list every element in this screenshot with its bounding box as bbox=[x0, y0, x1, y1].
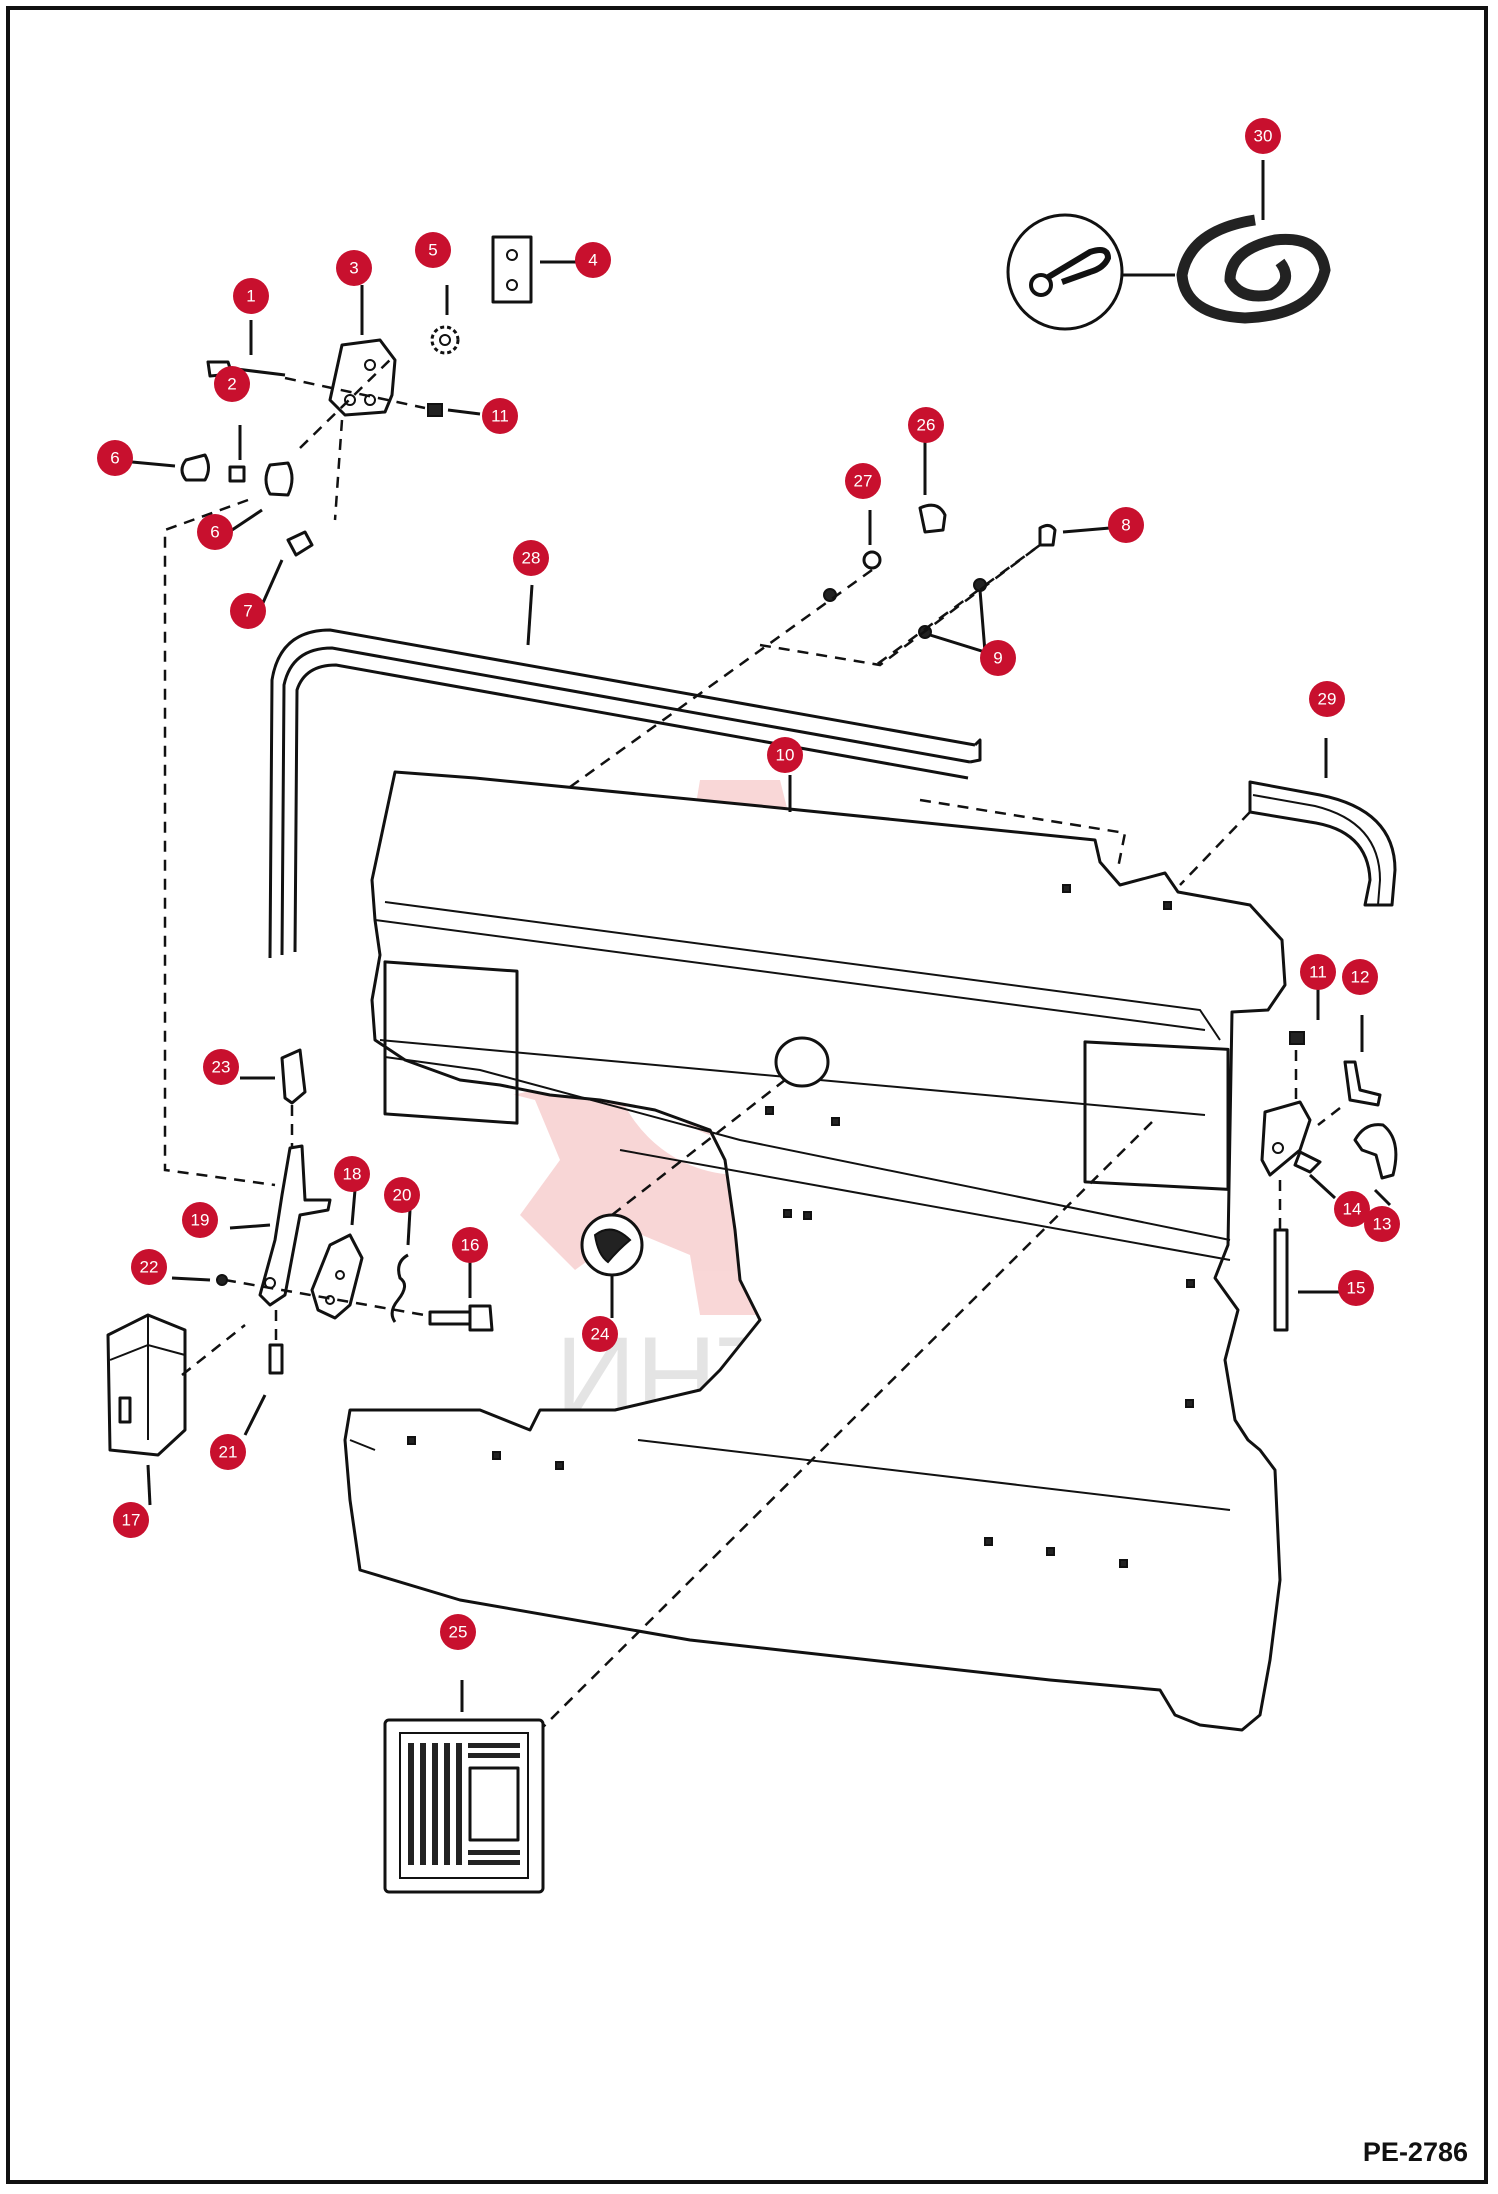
callout-badge-20: 20 bbox=[384, 1177, 420, 1213]
callout-number: 9 bbox=[993, 649, 1002, 668]
callout-badge-3: 3 bbox=[336, 250, 372, 286]
callout-number: 15 bbox=[1347, 1279, 1366, 1298]
callout-number: 24 bbox=[591, 1325, 610, 1344]
callout-number: 28 bbox=[522, 549, 541, 568]
seal-leader bbox=[526, 584, 534, 646]
callout-badge-24: 24 bbox=[582, 1316, 618, 1352]
coiled-seal bbox=[1006, 160, 1331, 331]
callout-number: 20 bbox=[393, 1186, 412, 1205]
callout-badge-14: 14 bbox=[1334, 1191, 1370, 1227]
callout-number: 27 bbox=[854, 472, 873, 491]
callout-number: 26 bbox=[917, 416, 936, 435]
callout-number: 13 bbox=[1373, 1215, 1392, 1234]
callout-number: 19 bbox=[191, 1211, 210, 1230]
callout-badge-19: 19 bbox=[182, 1202, 218, 1238]
figure-id-label: PE-2786 bbox=[1362, 2137, 1468, 2167]
callout-number: 23 bbox=[212, 1058, 231, 1077]
diagram-frame bbox=[6, 6, 1488, 2184]
right-latch-parts bbox=[1260, 985, 1398, 1332]
callout-badge-21: 21 bbox=[210, 1434, 246, 1470]
callout-badge-6: 6 bbox=[197, 514, 233, 550]
callout-badge-28: 28 bbox=[513, 540, 549, 576]
callout-number: 8 bbox=[1121, 516, 1130, 535]
callout-badge-16: 16 bbox=[452, 1227, 488, 1263]
callout-number: 17 bbox=[122, 1511, 141, 1530]
callout-number: 14 bbox=[1343, 1200, 1362, 1219]
callout-number: 6 bbox=[210, 523, 219, 542]
callout-number: 21 bbox=[219, 1443, 238, 1462]
callout-number: 1 bbox=[246, 287, 255, 306]
callout-number: 12 bbox=[1351, 968, 1370, 987]
callout-number: 25 bbox=[449, 1623, 468, 1642]
callout-badge-1: 1 bbox=[233, 278, 269, 314]
callout-number: 30 bbox=[1254, 127, 1273, 146]
callout-badge-9: 9 bbox=[980, 640, 1016, 676]
callout-badge-22: 22 bbox=[131, 1249, 167, 1285]
callout-badge-18: 18 bbox=[334, 1156, 370, 1192]
callout-badge-7: 7 bbox=[230, 593, 266, 629]
callout-number: 10 bbox=[776, 746, 795, 765]
callout-badge-2: 2 bbox=[214, 366, 250, 402]
callout-number: 29 bbox=[1318, 690, 1337, 709]
callout-badge-26: 26 bbox=[908, 407, 944, 443]
callout-number: 6 bbox=[110, 449, 119, 468]
callout-number: 22 bbox=[140, 1258, 159, 1277]
callout-badge-17: 17 bbox=[113, 1502, 149, 1538]
callout-badge-12: 12 bbox=[1342, 959, 1378, 995]
callout-badge-30: 30 bbox=[1245, 118, 1281, 154]
callout-badge-27: 27 bbox=[845, 463, 881, 499]
fasteners bbox=[569, 440, 1127, 869]
callout-badge-5: 5 bbox=[415, 232, 451, 268]
callout-badge-11: 11 bbox=[482, 398, 518, 434]
handle-and-vent bbox=[383, 1079, 1153, 1894]
top-seal bbox=[268, 628, 982, 959]
callout-badge-6: 6 bbox=[97, 440, 133, 476]
callout-number: 3 bbox=[349, 259, 358, 278]
callout-number: 11 bbox=[1309, 963, 1327, 982]
callout-number: 7 bbox=[243, 602, 252, 621]
callout-badge-10: 10 bbox=[767, 737, 803, 773]
left-latch-parts bbox=[106, 1048, 494, 1506]
corner-seal bbox=[1248, 780, 1397, 907]
callout-number: 11 bbox=[491, 407, 509, 426]
corner-seal-dash bbox=[1179, 811, 1251, 886]
callout-badge-4: 4 bbox=[575, 242, 611, 278]
callout-badge-11: 11 bbox=[1300, 954, 1336, 990]
callout-badge-29: 29 bbox=[1309, 681, 1345, 717]
callout-badge-15: 15 bbox=[1338, 1270, 1374, 1306]
door-panel bbox=[343, 770, 1287, 1732]
callout-badge-13: 13 bbox=[1364, 1206, 1400, 1242]
callout-number: 2 bbox=[227, 375, 236, 394]
callout-number: 5 bbox=[428, 241, 437, 260]
callout-number: 16 bbox=[461, 1236, 480, 1255]
callout-number: 4 bbox=[588, 251, 597, 270]
callout-badge-23: 23 bbox=[203, 1049, 239, 1085]
callout-number: 18 bbox=[343, 1165, 362, 1184]
callout-badge-8: 8 bbox=[1108, 507, 1144, 543]
callout-badge-25: 25 bbox=[440, 1614, 476, 1650]
